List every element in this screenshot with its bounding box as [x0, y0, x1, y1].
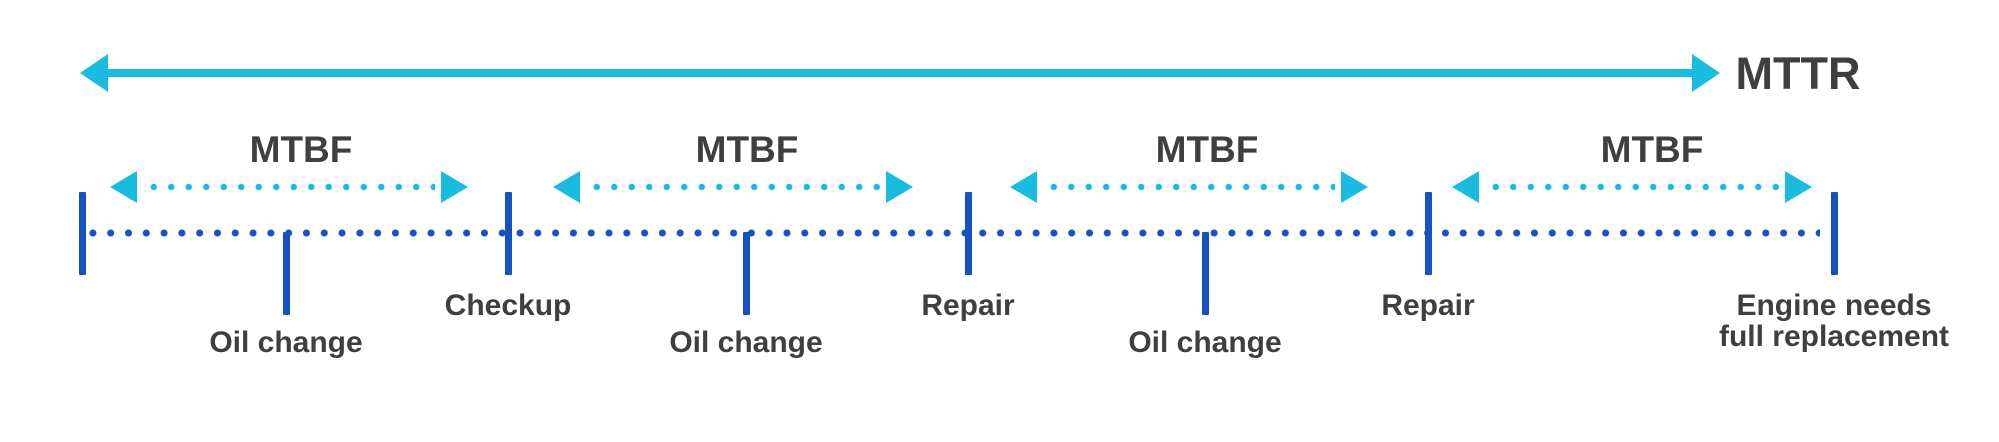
- event-tick-timeline-start: [78, 192, 86, 275]
- mtbf-dotted-line: [586, 183, 880, 191]
- mtbf-arrowhead-left-icon: [110, 171, 137, 203]
- event-label-oil-change: Oil change: [669, 326, 823, 359]
- mtbf-arrowhead-right-icon: [886, 171, 913, 203]
- event-tick-repair: [1424, 192, 1432, 275]
- event-label-repair: Repair: [921, 289, 1015, 322]
- event-tick-engine-needs: [1830, 192, 1838, 275]
- event-label-oil-change: Oil change: [1128, 326, 1282, 359]
- mttr-arrow-shaft: [102, 69, 1698, 77]
- mtbf-arrowhead-left-icon: [1010, 171, 1037, 203]
- event-tick-oil-change: [1201, 232, 1209, 315]
- mttr-label: MTTR: [1735, 48, 1861, 99]
- mtbf-arrowhead-right-icon: [1341, 171, 1368, 203]
- mtbf-label: MTBF: [1155, 129, 1259, 170]
- mttr-arrowhead-left-icon: [80, 54, 108, 92]
- mttr-arrowhead-right-icon: [1692, 54, 1720, 92]
- event-label-repair: Repair: [1381, 289, 1475, 322]
- mtbf-label: MTBF: [695, 129, 799, 170]
- event-label-oil-change: Oil change: [209, 326, 363, 359]
- mtbf-dotted-line: [143, 183, 435, 191]
- mtbf-arrowhead-left-icon: [553, 171, 580, 203]
- mtbf-arrowhead-right-icon: [1785, 171, 1812, 203]
- event-label-checkup: Checkup: [444, 289, 572, 322]
- mtbf-dotted-line: [1043, 183, 1335, 191]
- mtbf-dotted-line: [1485, 183, 1779, 191]
- mtbf-arrowhead-left-icon: [1452, 171, 1479, 203]
- event-tick-checkup: [504, 192, 512, 275]
- event-tick-oil-change: [282, 232, 290, 315]
- event-tick-oil-change: [742, 232, 750, 315]
- timeline-dotted-line: [82, 229, 1820, 237]
- mtbf-arrowhead-right-icon: [441, 171, 468, 203]
- mtbf-label: MTBF: [249, 129, 353, 170]
- mtbf-label: MTBF: [1600, 129, 1704, 170]
- event-tick-repair: [964, 192, 972, 275]
